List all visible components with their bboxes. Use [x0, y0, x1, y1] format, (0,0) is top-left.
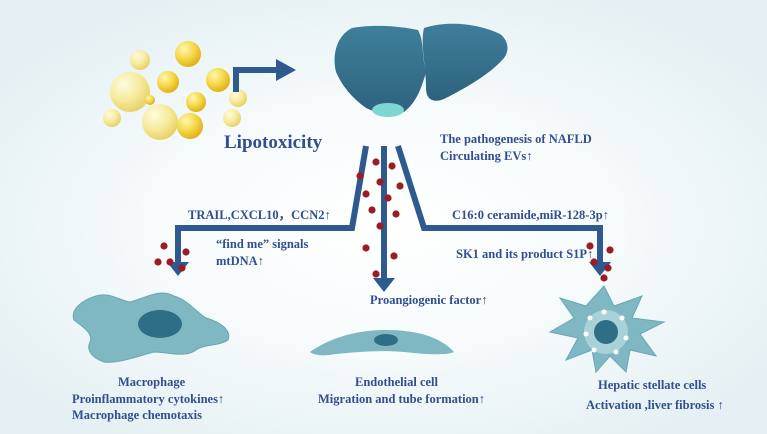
right-signal-2: SK1 and its product S1P↑	[456, 247, 594, 261]
macrophage-effect-1: Proinflammatory cytokines↑	[72, 392, 225, 406]
endothelial-effect-1: Migration and tube formation↑	[318, 392, 486, 406]
stellate-label: Hepatic stellate cells	[598, 378, 707, 392]
lipid-droplets-icon	[103, 41, 247, 140]
macrophage-label: Macrophage	[118, 375, 186, 389]
lipid-to-liver-arrow	[233, 59, 296, 92]
left-signal-3: mtDNA↑	[216, 254, 264, 268]
pathogenesis-line1: The pathogenesis of NAFLD	[440, 132, 592, 146]
left-signal-1: TRAIL,CXCL10，CCN2↑	[188, 208, 331, 222]
branch-arrows	[175, 145, 603, 280]
endothelial-cell-icon	[310, 330, 454, 356]
macrophage-effect-2: Macrophage chemotaxis	[72, 408, 202, 422]
endothelial-label: Endothelial cell	[355, 375, 438, 389]
pathogenesis-line2: Circulating EVs↑	[440, 149, 533, 163]
lipotoxicity-title: Lipotoxicity	[224, 132, 323, 153]
liver-icon	[334, 23, 508, 117]
hepatic-stellate-cell-icon	[548, 285, 666, 374]
stellate-effect-1: Activation ,liver fibrosis ↑	[586, 398, 724, 412]
left-signal-2: “find me” signals	[216, 237, 309, 251]
right-signal-1: C16:0 ceramide,miR-128-3p↑	[452, 208, 609, 222]
macrophage-icon	[72, 292, 230, 363]
center-signal-1: Proangiogenic factor↑	[370, 293, 488, 307]
extracellular-vesicles	[154, 158, 614, 282]
